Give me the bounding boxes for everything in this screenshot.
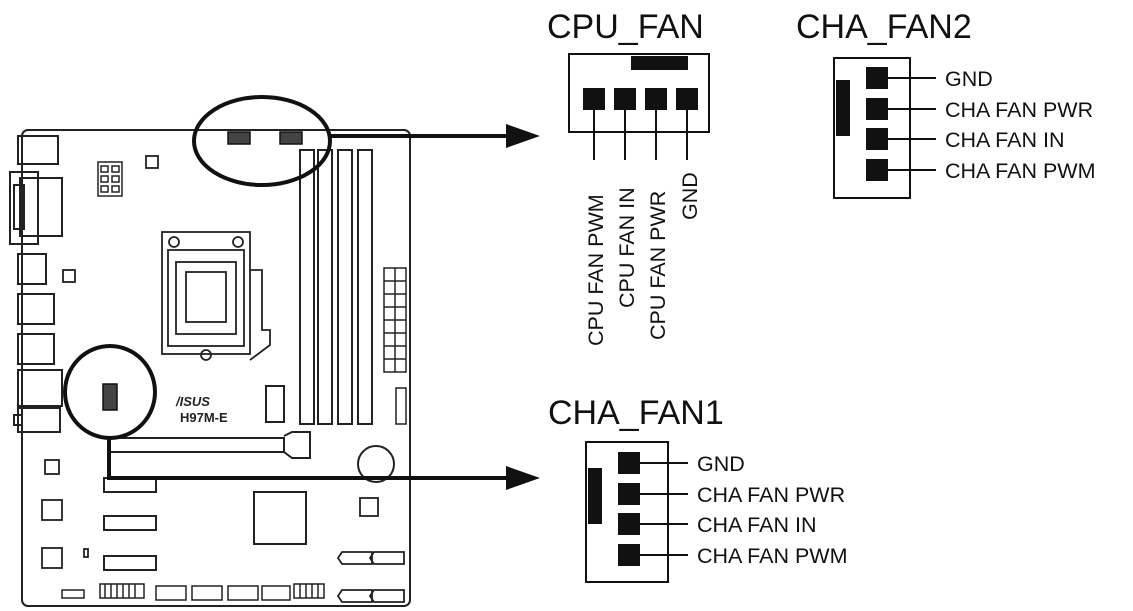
- sata-ports: [336, 551, 405, 603]
- cha-fan2-housing: [833, 57, 911, 199]
- cha-fan2-pin-label-3: CHA FAN IN: [945, 128, 1064, 152]
- cpu-fan-pin-label-2: CPU FAN IN: [615, 187, 639, 308]
- cha-fan2-pin-2: [866, 98, 888, 120]
- cha-fan2-header-onboard: [279, 131, 303, 145]
- cha-fan1-pin-1: [618, 452, 640, 474]
- cha-fan1-pin-2: [618, 483, 640, 505]
- highlight-circle-left: [63, 344, 157, 440]
- arrow-to-cpu-fan: [328, 124, 540, 148]
- atx-24pin-connector: [383, 267, 407, 425]
- cha-fan1-pin-label-1: GND: [697, 452, 745, 476]
- cha-fan2-pin-3: [866, 128, 888, 150]
- cha-fan1-connector: CHA_FAN1 GND CHA FAN PWR CHA FAN IN CHA …: [548, 394, 848, 583]
- cpu-fan-pin-1: [583, 88, 605, 110]
- board-brand-logo: /ISUS: [175, 394, 210, 409]
- cmos-battery: [357, 445, 395, 483]
- cha-fan1-header-onboard: [102, 383, 118, 411]
- cpu-socket: [161, 231, 271, 361]
- cha-fan2-connector: CHA_FAN2 GND CHA FAN PWR CHA FAN IN CHA …: [796, 8, 1096, 199]
- bottom-headers: [61, 583, 325, 601]
- cha-fan1-housing: [585, 441, 669, 583]
- cpu-fan-pin-label-3: CPU FAN PWR: [646, 191, 670, 340]
- motherboard: /ISUS H97M-E: [9, 129, 411, 607]
- chipset: [253, 491, 307, 545]
- cha-fan1-pin-3: [618, 513, 640, 535]
- cpu-fan-pin-3: [645, 88, 667, 110]
- cpu-fan-header-onboard: [227, 131, 251, 145]
- cha-fan2-pin-label-4: CHA FAN PWM: [945, 159, 1096, 183]
- cha-fan2-title: CHA_FAN2: [796, 8, 972, 46]
- cha-fan1-pin-4: [618, 544, 640, 566]
- cpu-fan-pin-label-1: CPU FAN PWM: [584, 194, 608, 346]
- cha-fan2-pin-4: [866, 159, 888, 181]
- cpu-fan-key: [631, 56, 688, 70]
- cpu-fan-pin-2: [614, 88, 636, 110]
- cpu-fan-title: CPU_FAN: [547, 8, 704, 46]
- cha-fan2-pin-1: [866, 67, 888, 89]
- rear-io-ports: [9, 135, 63, 433]
- cpu-fan-pin-4: [676, 88, 698, 110]
- small-components: [41, 155, 379, 569]
- cha-fan2-pin-label-2: CHA FAN PWR: [945, 98, 1093, 122]
- cpu-fan-connector: CPU_FAN CPU FAN PWM CPU FAN IN CPU FAN P…: [547, 8, 710, 346]
- atx-12v-connector: [97, 161, 123, 197]
- cpu-fan-housing: [568, 53, 710, 133]
- cha-fan1-pin-label-2: CHA FAN PWR: [697, 483, 845, 507]
- cha-fan2-pin-label-1: GND: [945, 67, 993, 91]
- arrow-to-cha-fan1: [107, 440, 540, 490]
- dimm-slots: [299, 149, 373, 425]
- board-model-label: H97M-E: [180, 410, 228, 425]
- cha-fan1-pin-label-4: CHA FAN PWM: [697, 544, 848, 568]
- cha-fan1-key: [588, 468, 602, 524]
- cha-fan2-key: [836, 80, 850, 136]
- highlight-circle-top: [192, 95, 332, 187]
- cha-fan1-pin-label-3: CHA FAN IN: [697, 513, 816, 537]
- cha-fan1-title: CHA_FAN1: [548, 394, 724, 432]
- cpu-fan-pin-label-4: GND: [678, 172, 702, 220]
